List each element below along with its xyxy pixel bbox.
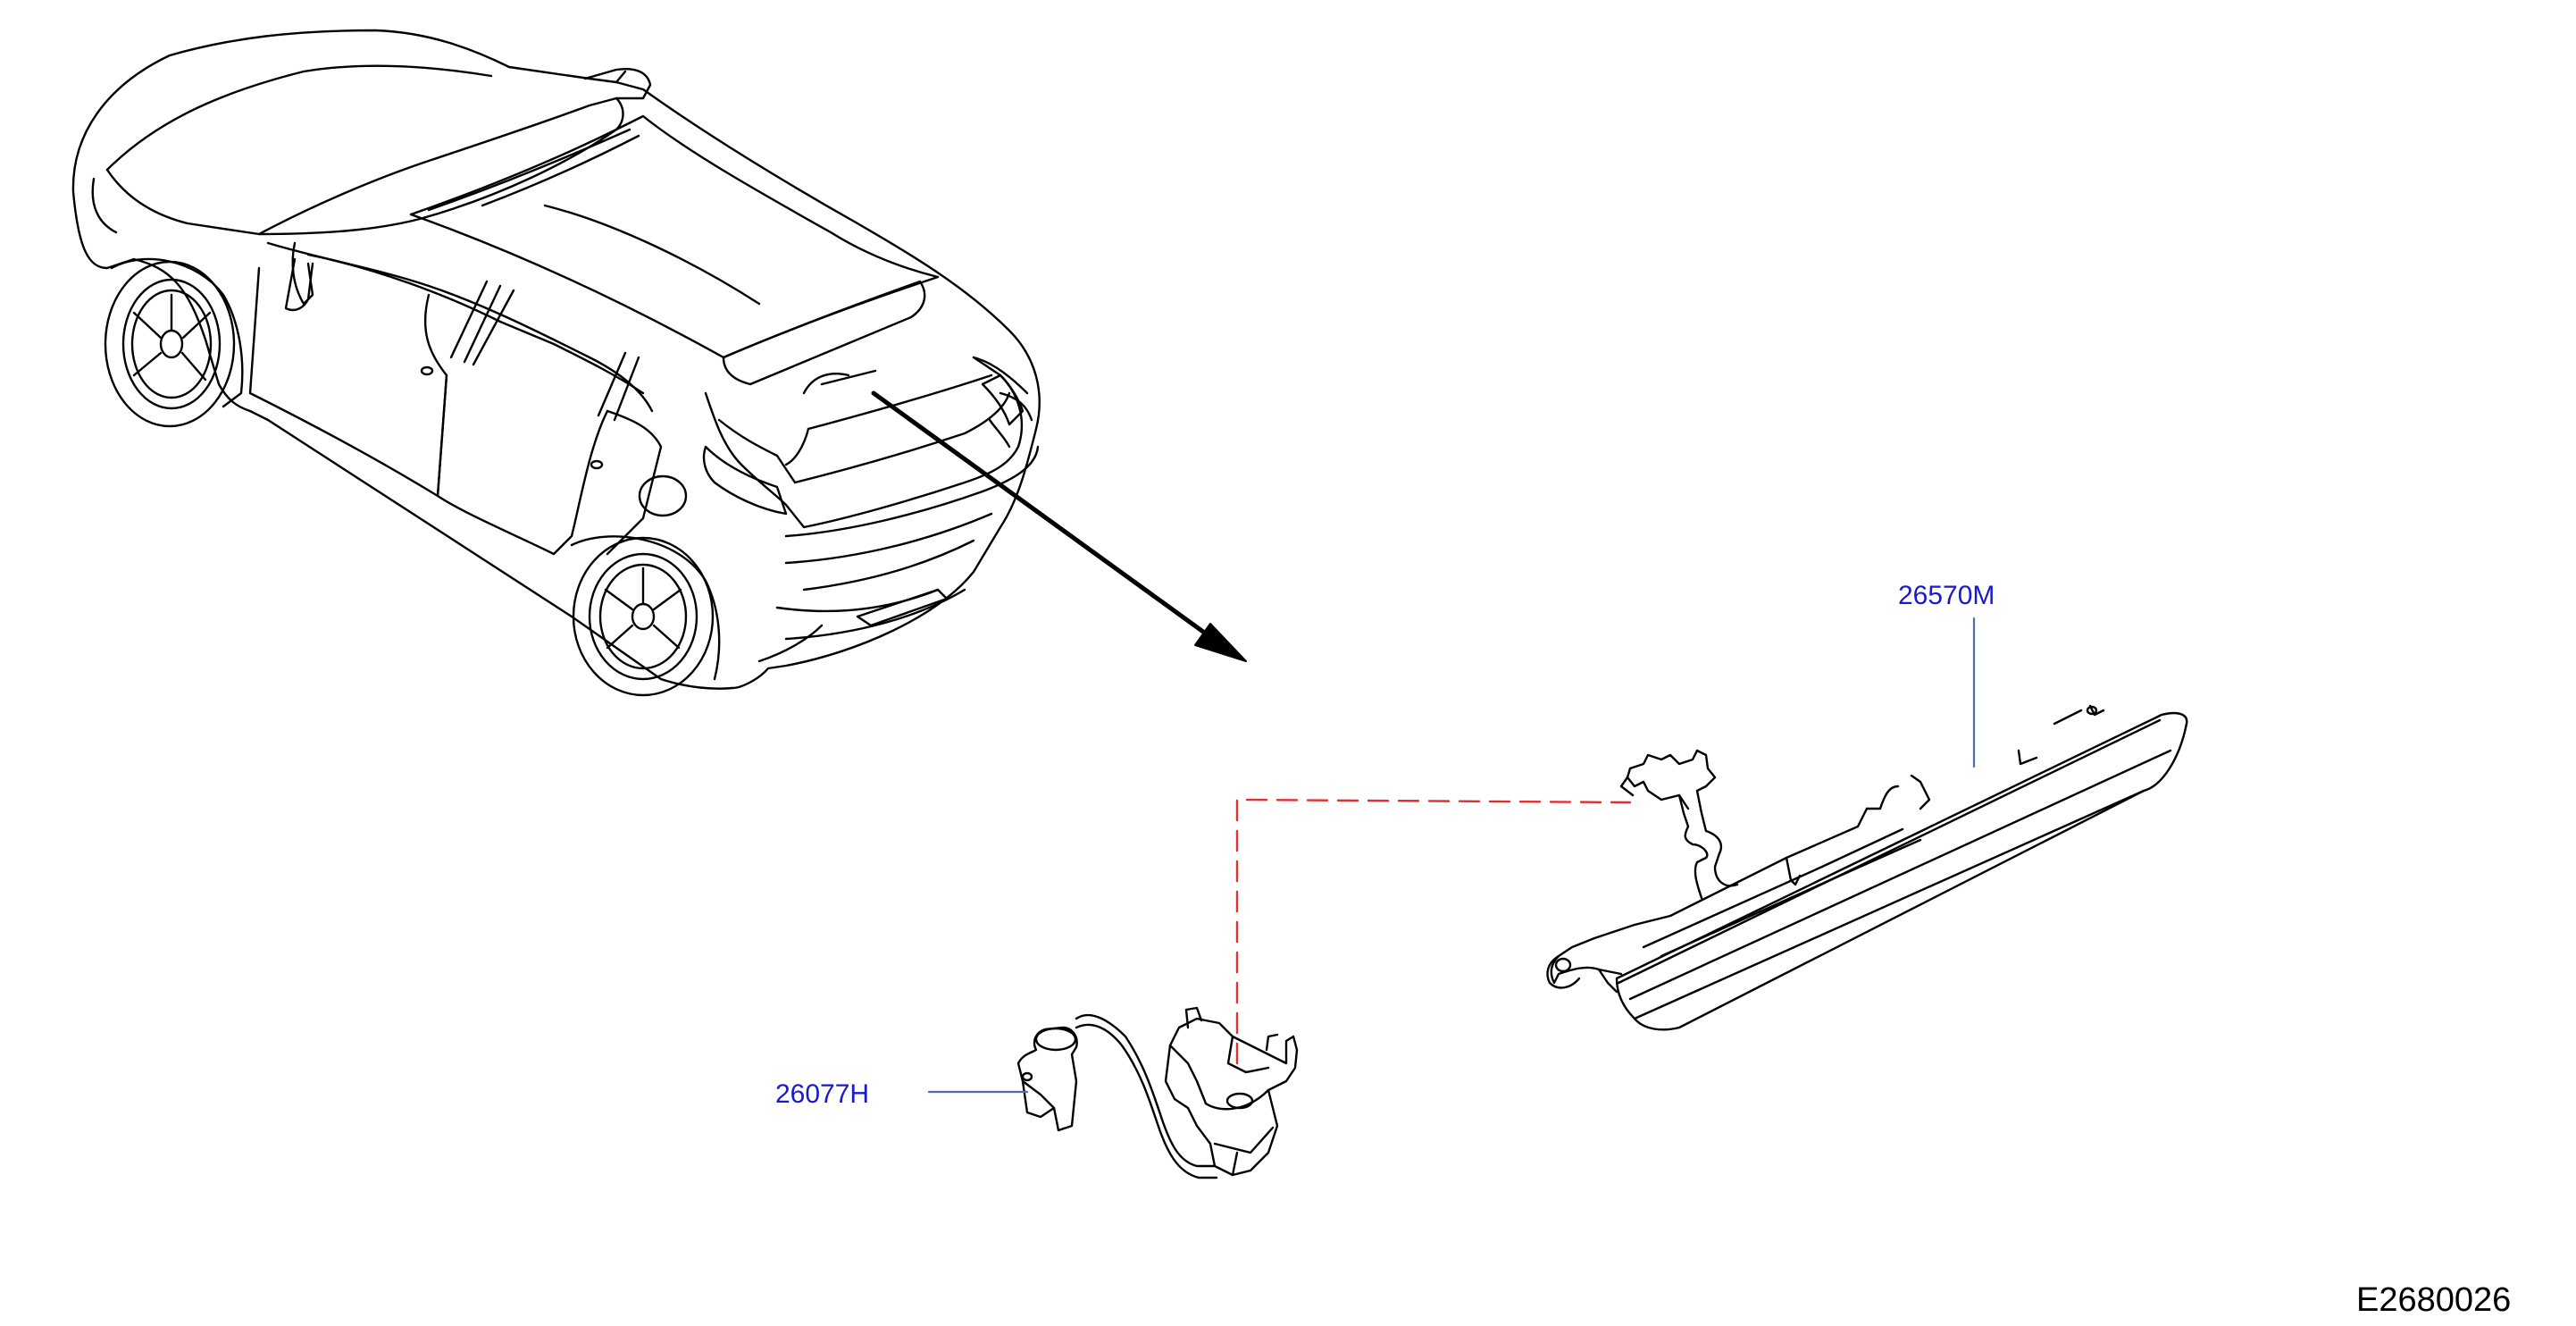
bulb-socket [1016, 1026, 1078, 1132]
harness-wire [1075, 1013, 1217, 1168]
car-body-outline [71, 29, 1041, 690]
fuel-door [638, 474, 688, 517]
roof [409, 114, 940, 359]
callout-26570m[interactable]: 26570M [1898, 581, 1995, 610]
rear-window [722, 280, 926, 386]
tailgate [704, 356, 1024, 529]
dashed-connector-line [1235, 798, 1632, 1065]
diagram-code: E2680026 [2356, 1281, 2512, 1319]
lamp-socket-harness [1016, 1006, 1299, 1179]
lamp-lens [1615, 711, 2188, 1031]
front-wheel [104, 257, 244, 428]
callout-26077h[interactable]: 26077H [775, 1079, 870, 1109]
lamp-housing [1550, 807, 1869, 985]
harness-connector [1164, 1017, 1299, 1177]
rear-wheel [570, 535, 721, 697]
high-mount-stop-lamp [1546, 704, 2188, 1031]
windshield [257, 97, 624, 236]
vehicle-illustration [71, 29, 1041, 697]
direction-arrow [871, 390, 1247, 662]
lamp-connector [1626, 749, 1739, 900]
